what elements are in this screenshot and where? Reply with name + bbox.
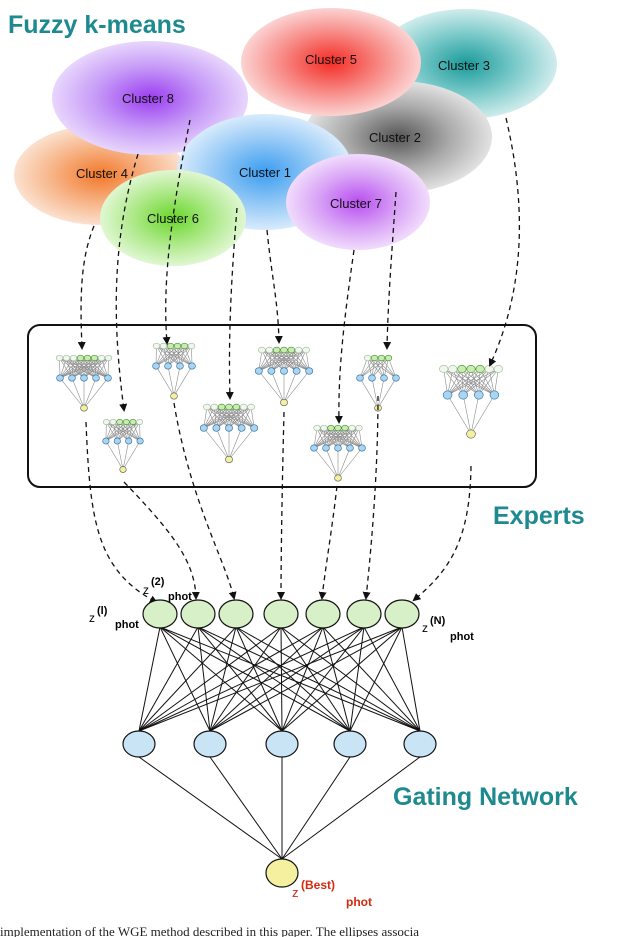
expert-network-4: [356, 354, 400, 412]
cluster-4-label: Cluster 4: [76, 166, 128, 181]
output-node-2: [180, 599, 216, 629]
expert-network-6: [199, 403, 259, 464]
cluster-8-ellipse: Cluster 8: [52, 41, 248, 155]
expert-network-3: [254, 346, 314, 407]
cluster-1-label: Cluster 1: [239, 165, 291, 180]
hidden-node-1: [122, 730, 156, 758]
cluster-to-expert-arrows: [77, 117, 520, 424]
gating-connections: [138, 626, 421, 860]
output-node-3: [218, 599, 254, 629]
output-second-sup: (2): [151, 576, 165, 588]
output-last-base: z: [422, 621, 428, 635]
output-first-sub: phot: [115, 619, 139, 631]
cluster-3-label: Cluster 3: [438, 58, 490, 73]
cluster-5-ellipse: Cluster 5: [241, 8, 421, 116]
output-best-base: z: [292, 885, 299, 900]
output-node-6: [346, 599, 382, 629]
experts-label: Experts: [493, 502, 585, 530]
cluster-7-label: Cluster 7: [330, 196, 382, 211]
cluster-5-label: Cluster 5: [305, 52, 357, 67]
hidden-node-4: [333, 730, 367, 758]
diagram-title: Fuzzy k-means: [8, 11, 186, 39]
output-second-sub: phot: [168, 591, 192, 603]
hidden-node-3: [265, 730, 299, 758]
output-label-first: z (l) phot: [89, 605, 139, 631]
hidden-node-2: [193, 730, 227, 758]
output-first-sup: (l): [97, 605, 108, 617]
cluster-2-label: Cluster 2: [369, 130, 421, 145]
output-node-5: [305, 599, 341, 629]
hidden-node-5: [403, 730, 437, 758]
best-output-node: [265, 858, 299, 888]
output-node-1: [142, 599, 178, 629]
expert-network-7: [310, 424, 366, 482]
cluster-ellipses: Cluster 3 Cluster 2 Cluster 5 Cluster 4 …: [14, 8, 557, 266]
cluster-7-ellipse: Cluster 7: [286, 154, 430, 250]
output-best-sup: (Best): [301, 878, 335, 892]
gating-network-label: Gating Network: [393, 783, 578, 811]
output-label-best: z (Best) phot: [292, 878, 372, 909]
output-first-base: z: [89, 611, 95, 625]
output-second-base: z: [143, 583, 149, 597]
output-node-4: [263, 599, 299, 629]
figure-caption: implementation of the WGE method describ…: [0, 924, 420, 937]
output-best-sub: phot: [346, 895, 372, 909]
output-last-sub: phot: [450, 631, 474, 643]
expert-to-output-arrows: [85, 395, 472, 603]
expert-network-5: [102, 419, 144, 473]
expert-networks: [55, 342, 503, 482]
expert-network-8: [439, 365, 503, 439]
output-last-sup: (N): [430, 615, 446, 627]
hidden-layer: [122, 730, 437, 758]
output-label-second: z (2) phot: [143, 576, 192, 603]
output-layer: [142, 599, 420, 629]
output-node-7: [384, 599, 420, 629]
cluster-8-label: Cluster 8: [122, 91, 174, 106]
output-label-last: z (N) phot: [422, 615, 474, 643]
expert-network-1: [55, 354, 113, 412]
